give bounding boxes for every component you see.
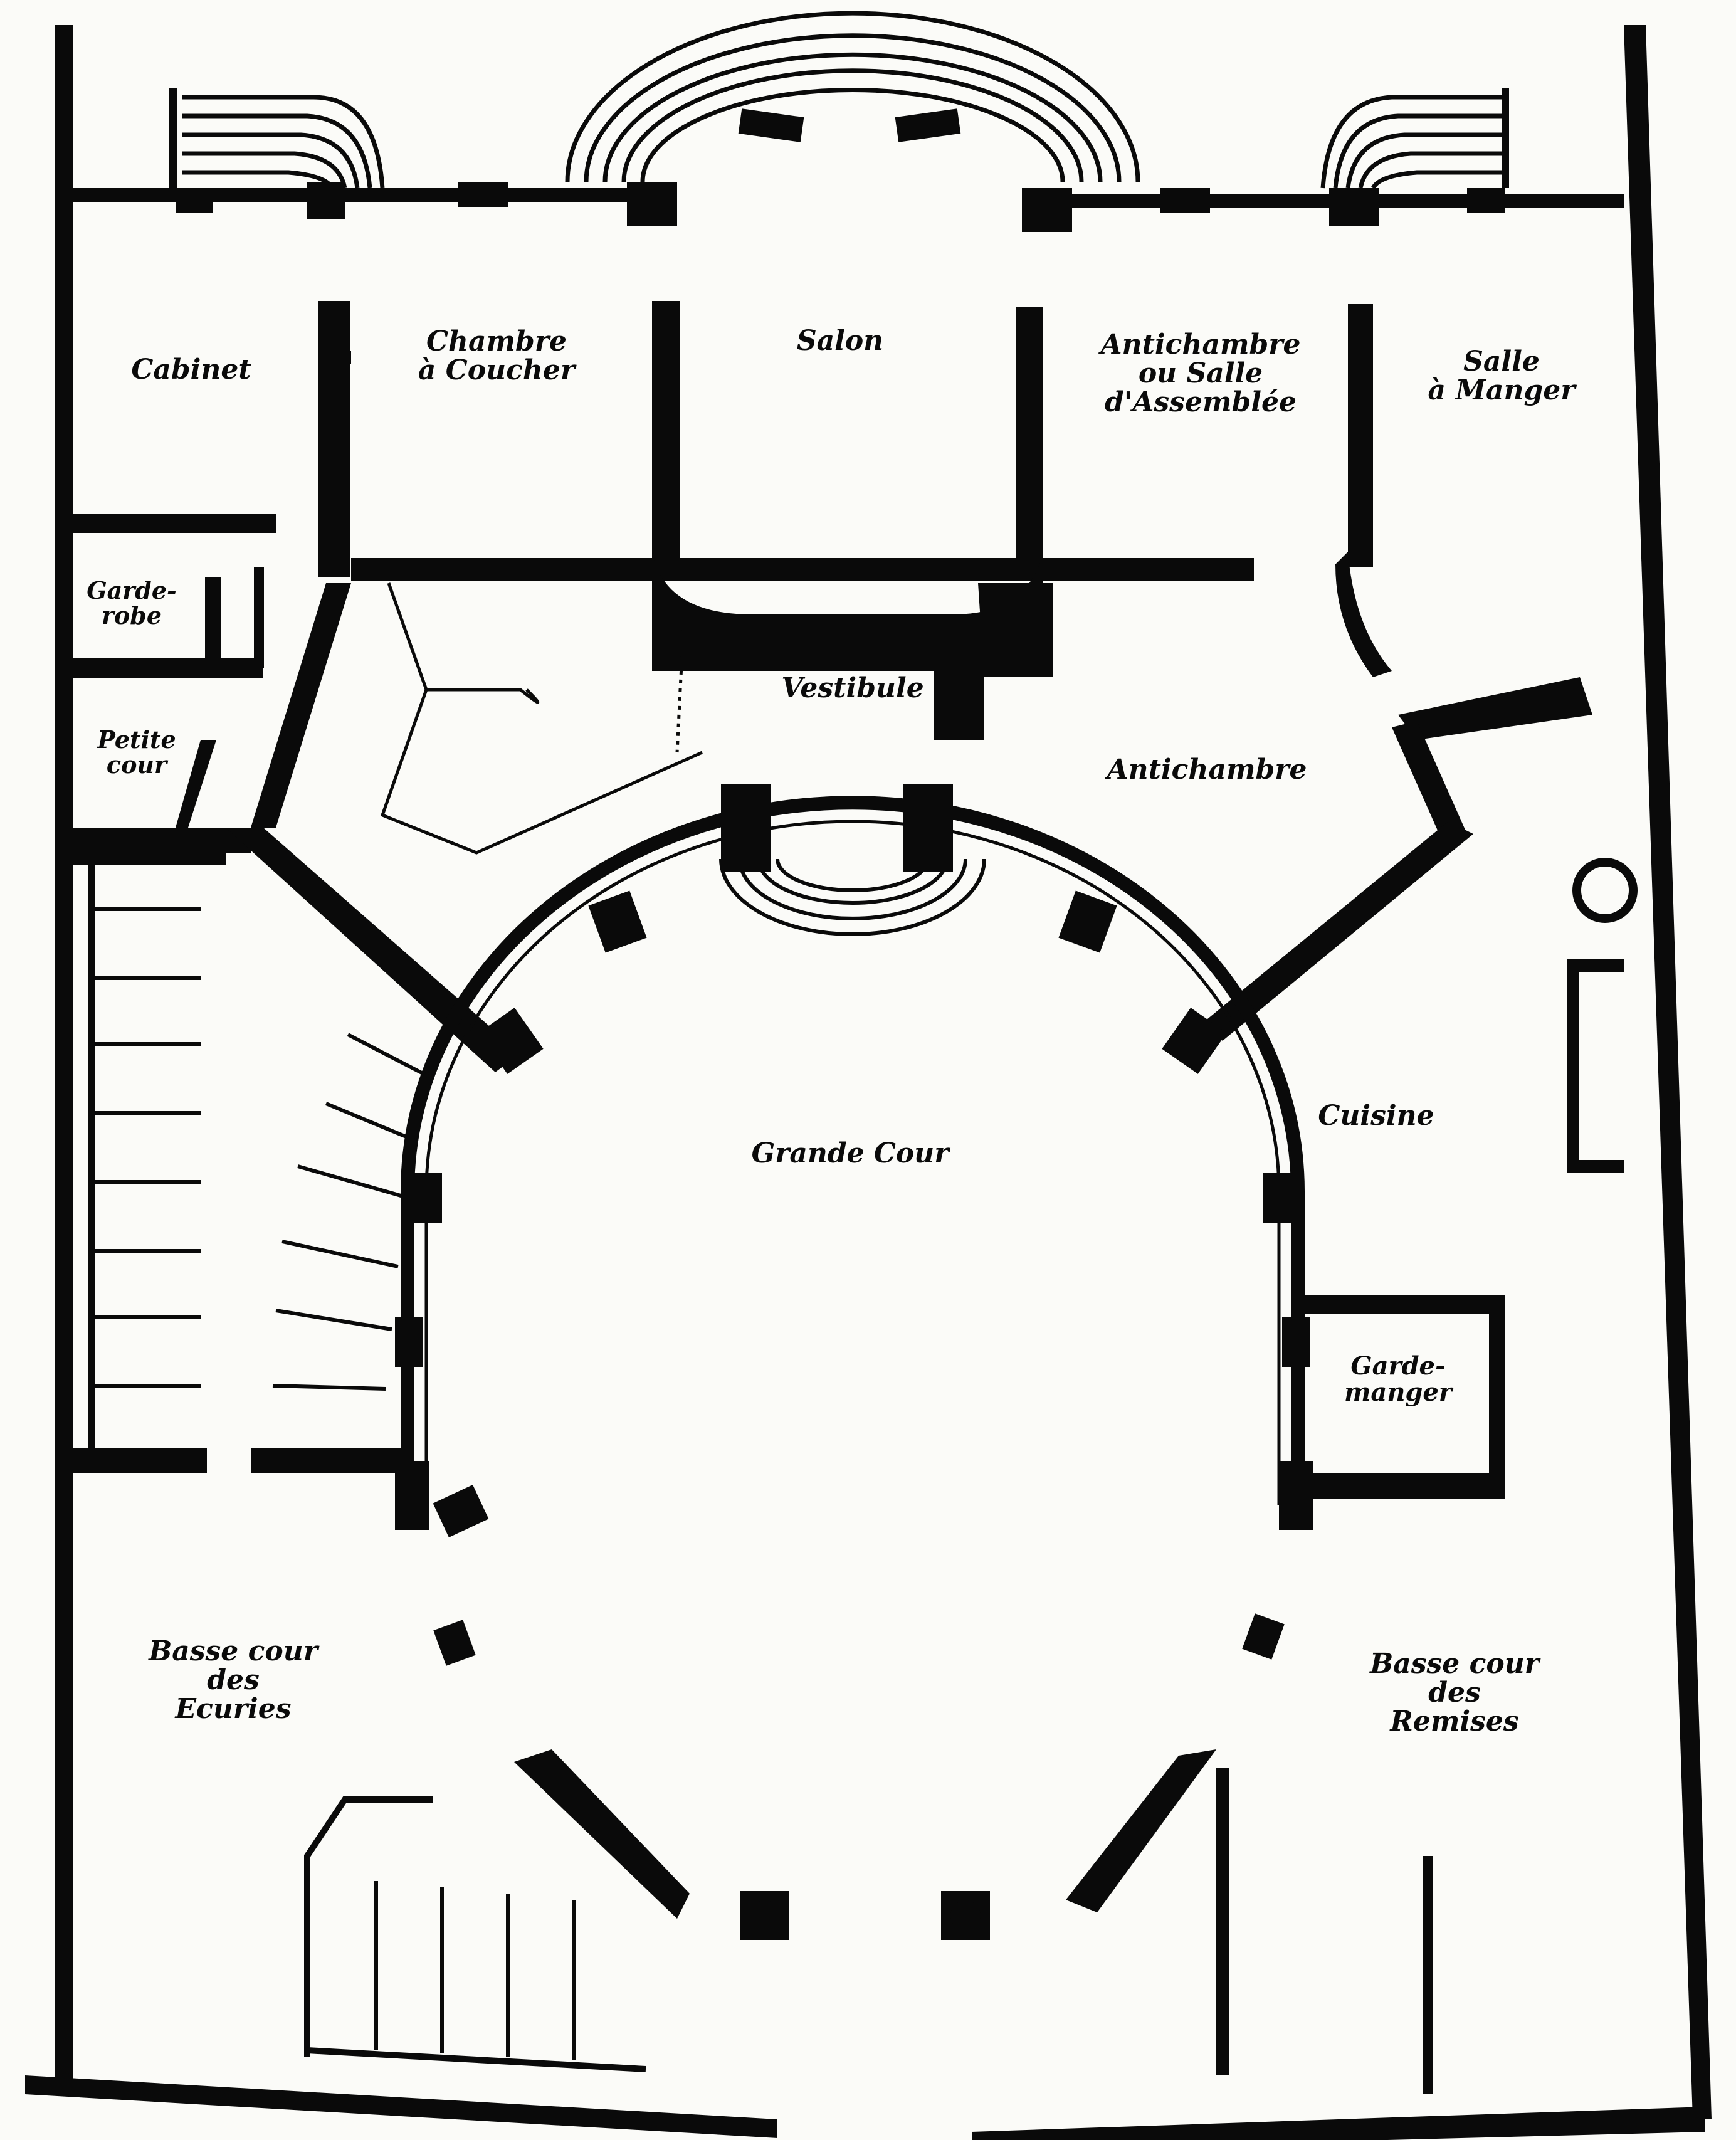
grande-cour-outline xyxy=(401,796,1305,1505)
room-label-vestibule: Vestibule xyxy=(781,672,924,704)
room-label-basse-cour-ecuries: Basse cour des Ecuries xyxy=(149,1635,318,1725)
stable-stalls xyxy=(69,850,434,1473)
room-label-cabinet: Cabinet xyxy=(131,354,251,386)
garden-steps-left xyxy=(182,95,385,189)
room-label-antichambre-salle-assemblee: Antichambre ou Salle d'Assemblée xyxy=(1100,329,1301,418)
garden-steps-center xyxy=(565,11,1140,182)
room-label-antichambre: Antichambre xyxy=(1107,754,1307,786)
garden-facade xyxy=(69,182,1624,232)
room-label-garde-manger: Garde- manger xyxy=(1344,1351,1452,1407)
garderobe-block xyxy=(69,567,264,853)
grand-staircase xyxy=(380,582,703,855)
room-label-grande-cour: Grande Cour xyxy=(751,1137,949,1169)
room-label-cuisine: Cuisine xyxy=(1318,1100,1434,1132)
room-label-chambre-a-coucher: Chambre à Coucher xyxy=(418,325,576,386)
room-label-petite-cour: Petite cour xyxy=(97,725,176,779)
room-label-salle-a-manger: Salle à Manger xyxy=(1428,345,1576,406)
entrance-gate xyxy=(304,1485,1433,2094)
room-label-salon: Salon xyxy=(796,325,884,357)
room-label-garderobe: Garde- robe xyxy=(87,576,177,630)
staircase-walls xyxy=(226,583,1473,1072)
outer-walls xyxy=(25,25,1712,2140)
service-wing xyxy=(1298,858,1638,1499)
vestibule-steps xyxy=(719,858,986,936)
garden-steps-right xyxy=(1320,95,1505,189)
room-label-basse-cour-remises: Basse cour des Remises xyxy=(1370,1648,1539,1737)
cour-piers xyxy=(395,890,1313,1530)
